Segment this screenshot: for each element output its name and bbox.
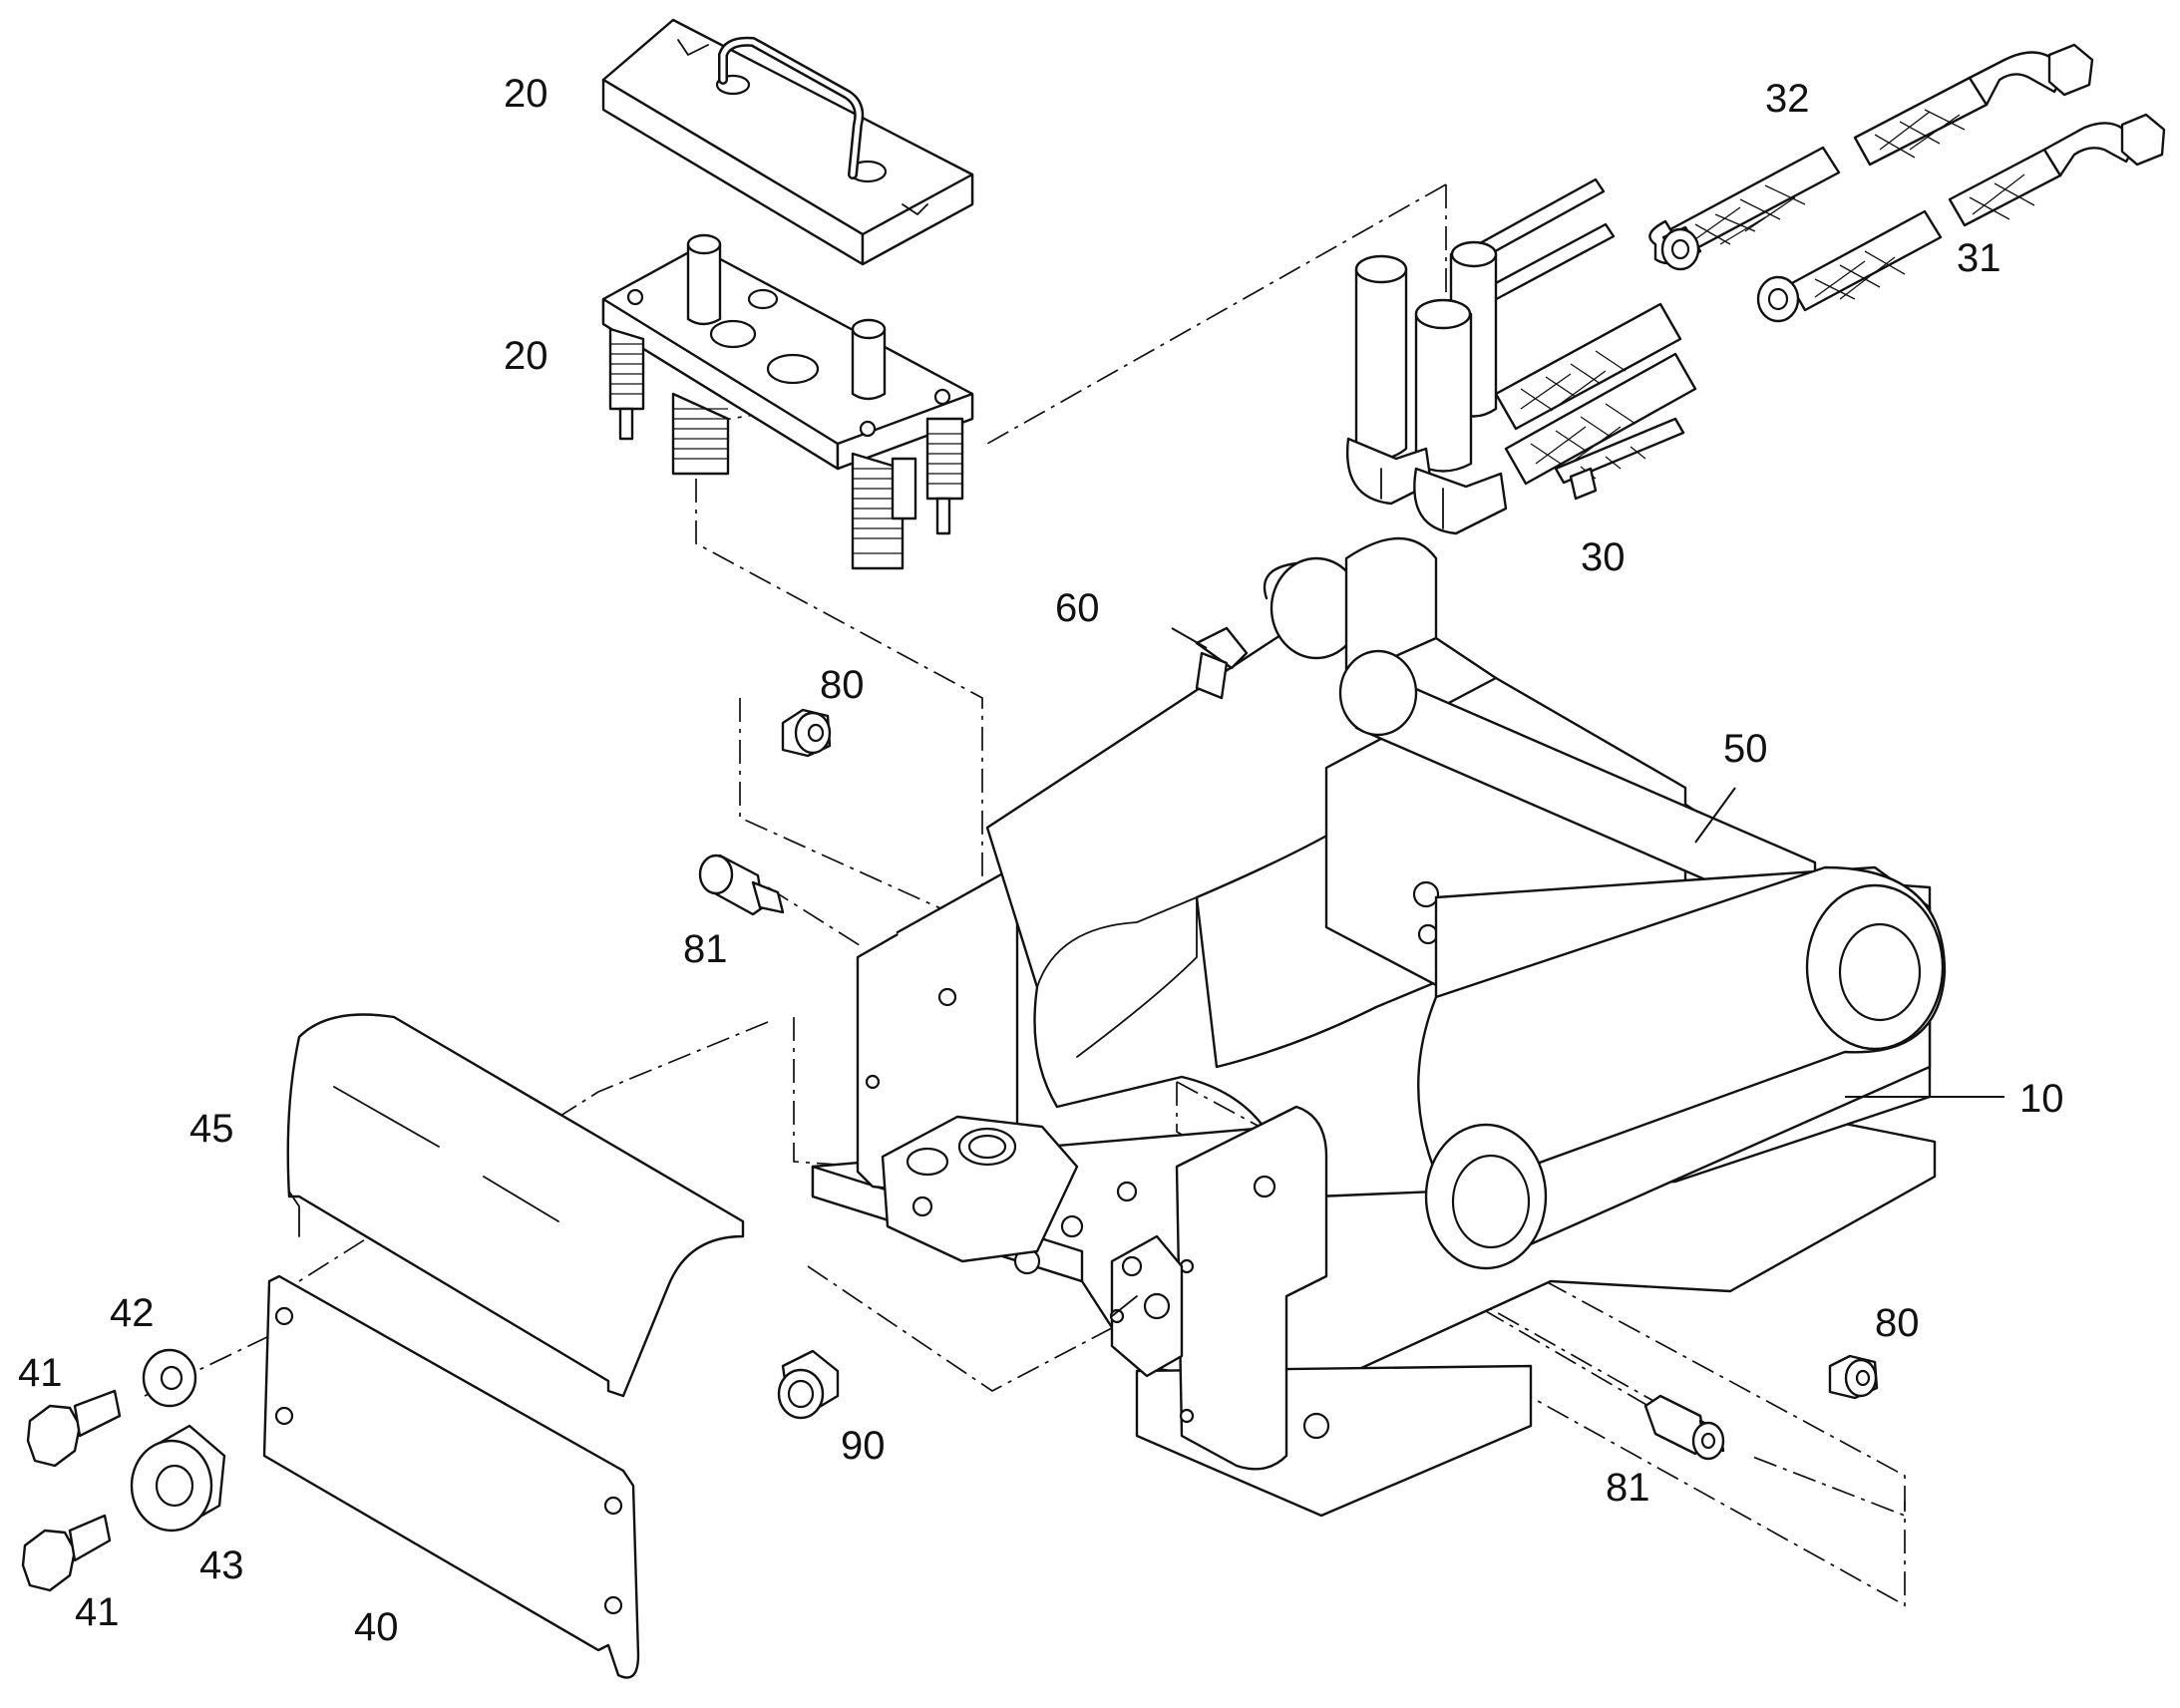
callout-31: 31 (1957, 236, 2001, 280)
callout-81-lower: 81 (1606, 1466, 1650, 1510)
callout-20-coupling-block: 20 (504, 334, 548, 378)
callout-41-upper: 41 (18, 1351, 63, 1395)
callout-43: 43 (199, 1543, 244, 1587)
part-40-plate (262, 1274, 640, 1679)
callout-labels: 20 20 32 31 30 60 80 50 81 10 45 42 41 4… (18, 72, 2064, 1649)
callout-60: 60 (1055, 586, 1100, 630)
callout-30: 30 (1581, 535, 1626, 579)
part-42-washer (142, 1348, 197, 1408)
part-90-plug (777, 1349, 840, 1420)
part-20-coupling-block (601, 233, 974, 570)
part-41-bolt-upper (26, 1389, 122, 1468)
callout-42: 42 (110, 1291, 155, 1335)
callout-81-upper: 81 (683, 927, 728, 971)
part-20-top-plate (601, 18, 974, 266)
callout-45: 45 (189, 1107, 234, 1151)
part-80-bushing-upper (781, 708, 832, 758)
part-81-bolt-upper (698, 854, 785, 916)
callout-80-upper: 80 (820, 663, 865, 707)
callout-80-lower: 80 (1875, 1301, 1920, 1345)
callout-41-lower: 41 (75, 1590, 120, 1634)
part-43-spacer (130, 1424, 226, 1533)
part-80-bushing-lower (1828, 1354, 1879, 1400)
part-45-cover (286, 1013, 745, 1398)
callout-32: 32 (1765, 77, 1810, 121)
part-60-fitting (1195, 626, 1249, 700)
part-31-hose (1756, 113, 2166, 323)
callout-10: 10 (2019, 1077, 2064, 1121)
callout-90: 90 (841, 1424, 886, 1468)
part-32-hose (1648, 43, 2094, 271)
leader-lines (1171, 627, 2004, 1098)
part-30-fitting-cluster (1345, 177, 1697, 535)
part-41-bolt-lower (21, 1514, 112, 1592)
part-81-bolt-lower (1643, 1394, 1725, 1461)
part-10-main-frame (811, 536, 1947, 1518)
callout-50: 50 (1723, 727, 1768, 771)
callout-40: 40 (354, 1605, 399, 1649)
callout-20-top-plate: 20 (504, 72, 548, 116)
